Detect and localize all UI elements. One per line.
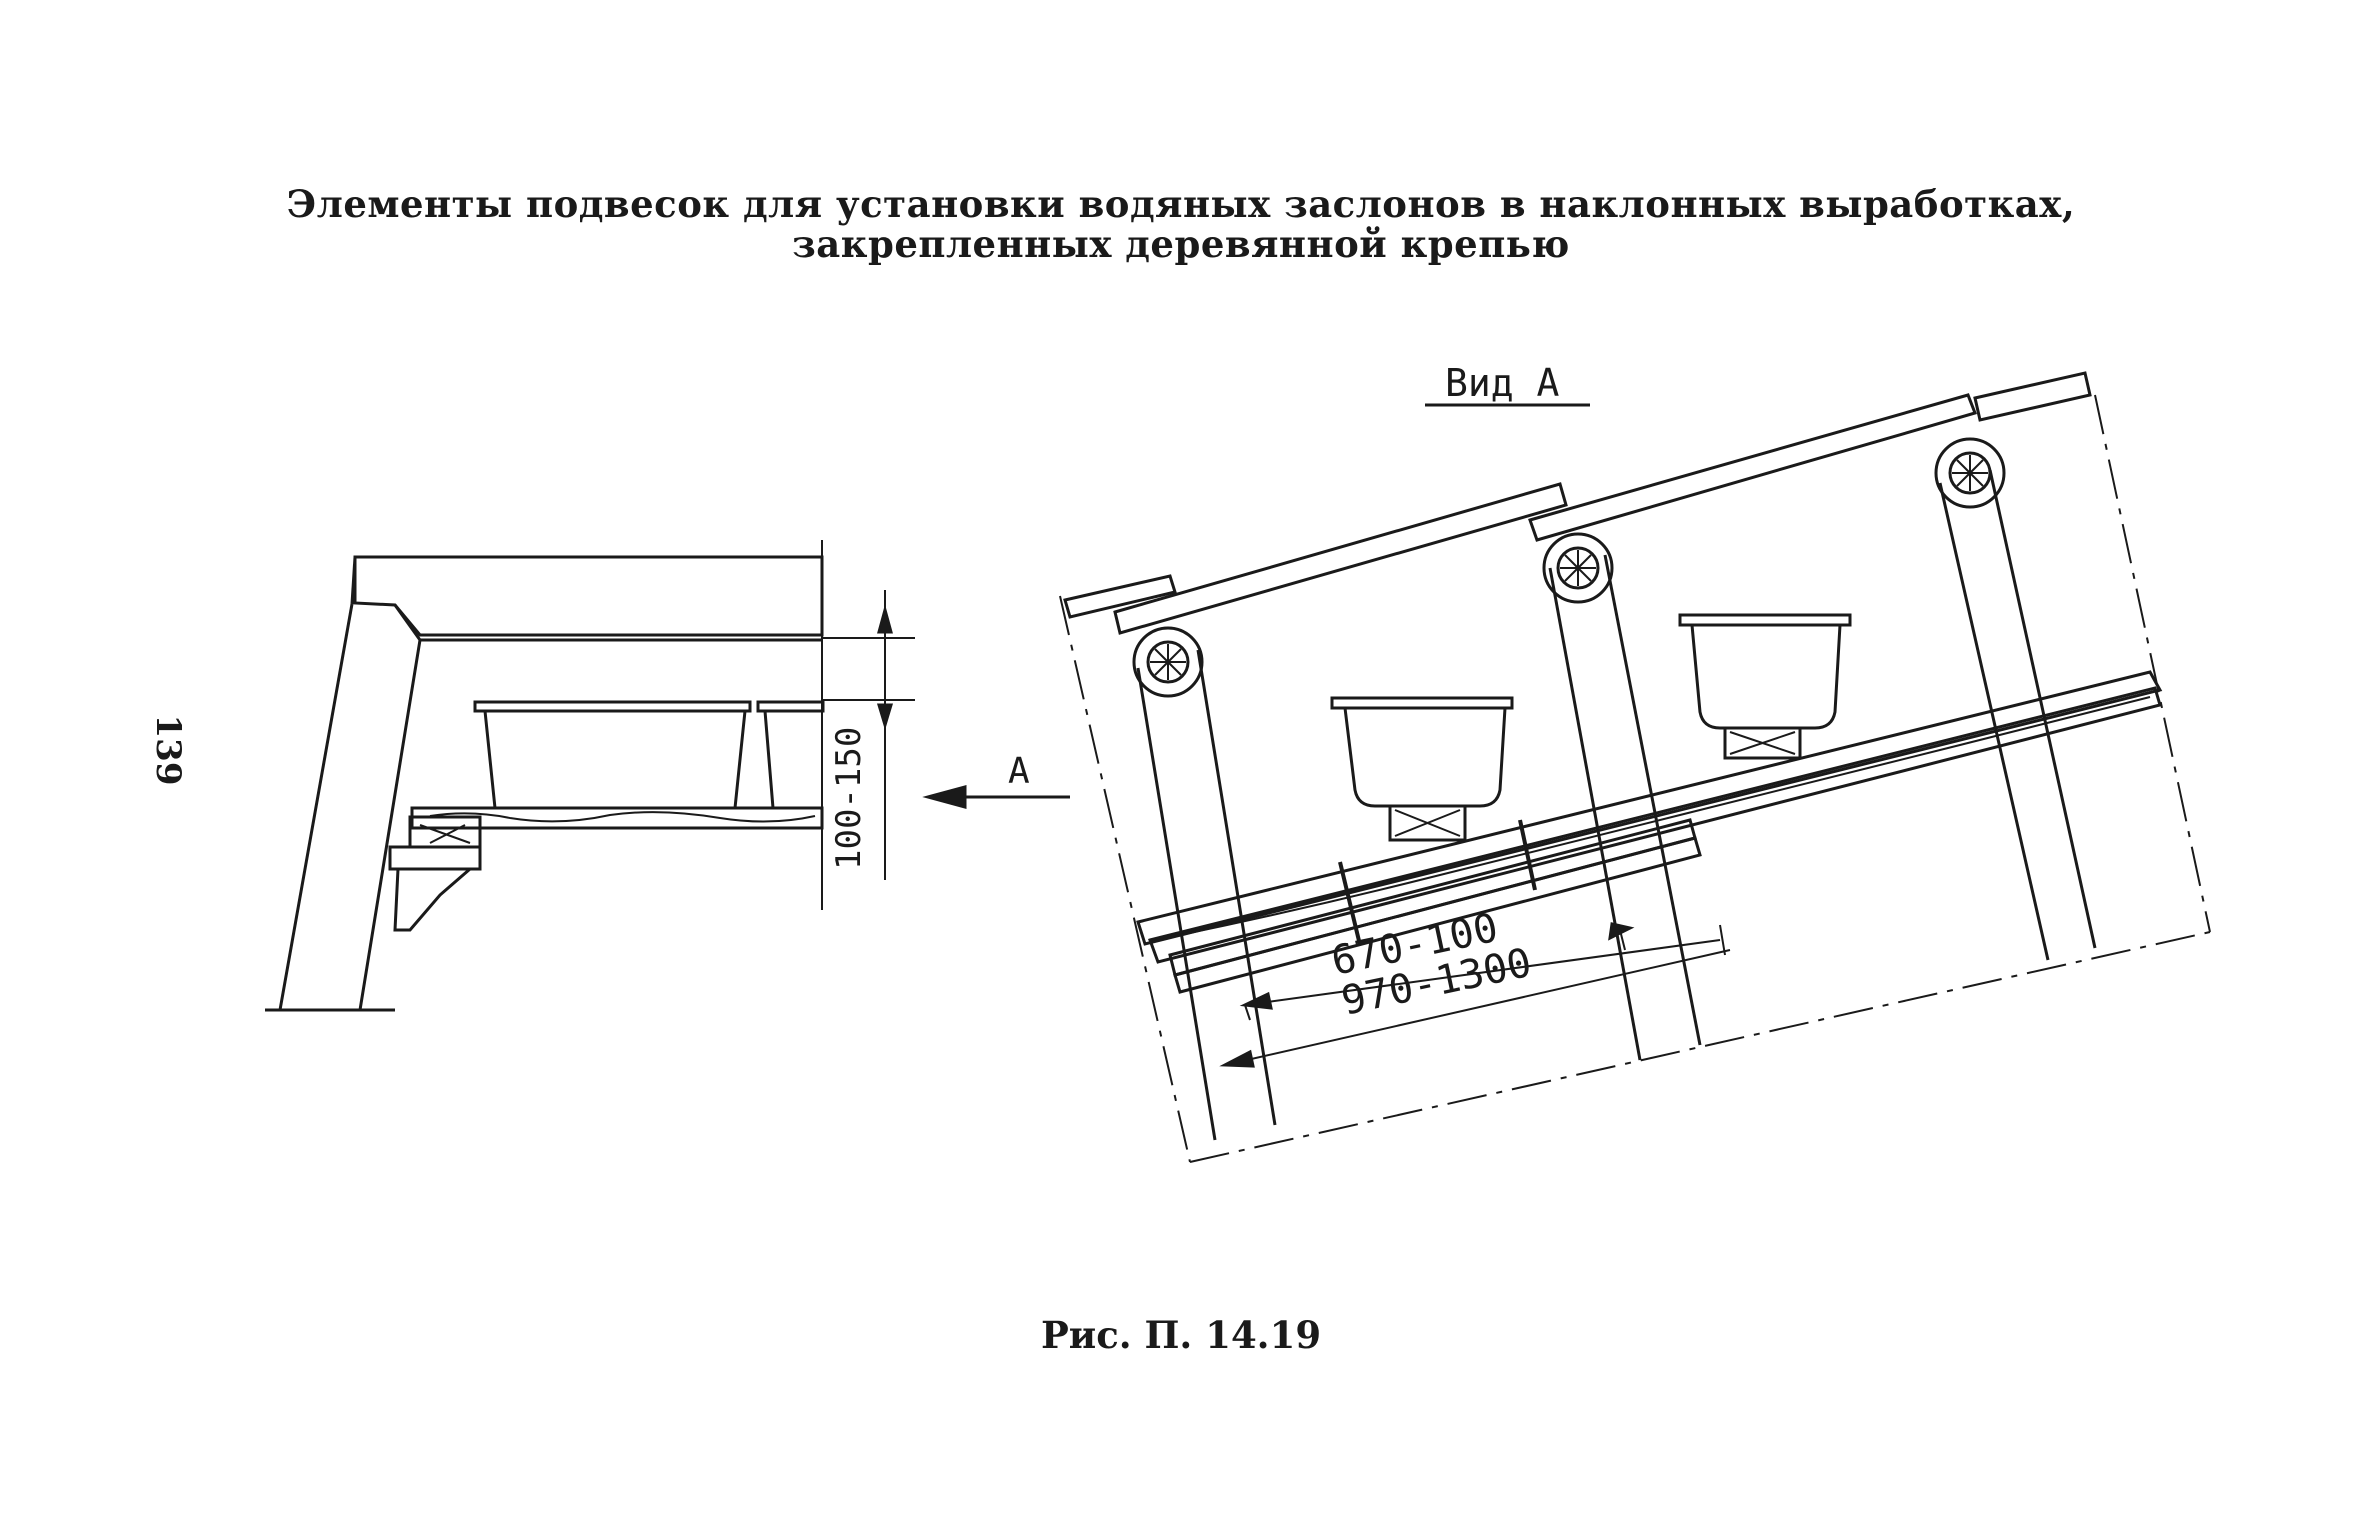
left-dimension-label: 100-150 — [829, 727, 869, 870]
view-a-label: Вид А — [1445, 361, 1560, 405]
left-section-view — [265, 540, 1070, 1012]
title-line-2: закрепленных деревянной крепью — [792, 222, 1570, 266]
right-view-a — [1059, 371, 2211, 1163]
title-line-1: Элементы подвесок для установки водяных … — [286, 182, 2076, 226]
figure-caption: Рис. П. 14.19 — [1040, 1313, 1322, 1357]
view-arrow-label: А — [1008, 751, 1030, 792]
